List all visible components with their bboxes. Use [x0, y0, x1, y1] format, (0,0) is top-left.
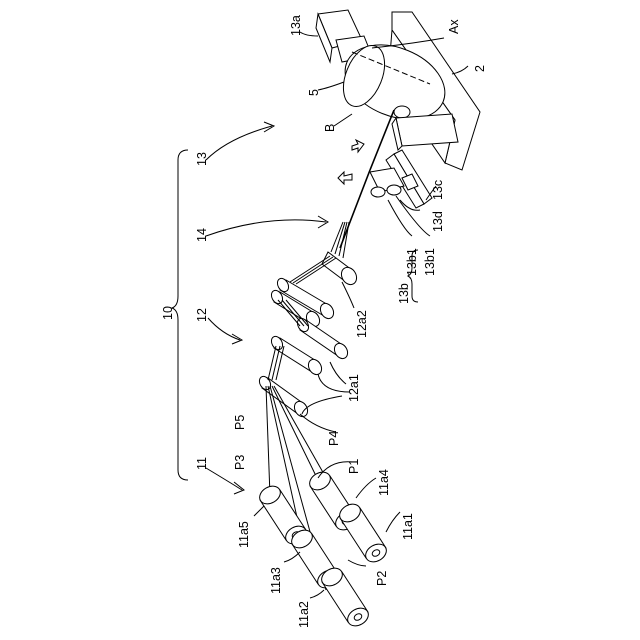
leader-12: [208, 318, 240, 340]
motion-arrow-up: [352, 140, 364, 152]
motion-arrow-down: [338, 172, 352, 184]
supply-spools: [256, 469, 389, 630]
leader-14: [206, 220, 326, 236]
spool-11a2: [318, 565, 371, 630]
label-10: 10: [161, 306, 175, 320]
label-11a3: 11a3: [269, 567, 283, 594]
label-14: 14: [195, 228, 209, 242]
winding-unit: [316, 10, 480, 208]
label-P5: P5: [233, 415, 247, 430]
label-P2: P2: [375, 571, 389, 586]
label-11a2: 11a2: [297, 601, 311, 628]
label-13: 13: [195, 152, 209, 166]
label-P4: P4: [327, 431, 341, 446]
label-P3: P3: [233, 455, 247, 470]
label-P1: P1: [347, 459, 361, 474]
label-11a5: 11a5: [237, 521, 251, 548]
label-12: 12: [195, 308, 209, 322]
label-12a1: 12a1: [347, 374, 361, 402]
right-bracket: [396, 114, 458, 146]
label-B: B: [323, 124, 337, 132]
label-13b: 13b: [397, 283, 411, 304]
label-2: 2: [473, 65, 487, 72]
label-13a: 13a: [289, 15, 303, 36]
spool-11a1: [336, 501, 389, 566]
label-11a1: 11a1: [401, 513, 415, 540]
leader-11: [206, 468, 242, 490]
label-13d: 13d: [431, 211, 445, 232]
label-13c: 13c: [431, 180, 445, 200]
leader-13: [206, 126, 272, 160]
label-11: 11: [195, 457, 209, 470]
label-13b1-b: 13b1: [423, 248, 437, 276]
label-11a4: 11a4: [377, 469, 391, 496]
yarn-bundle: [331, 170, 370, 258]
label-5: 5: [307, 89, 321, 96]
label-Ax: Ax: [447, 19, 461, 34]
label-13b1-a: 13b1: [405, 248, 419, 276]
label-12a2: 12a2: [355, 310, 369, 338]
